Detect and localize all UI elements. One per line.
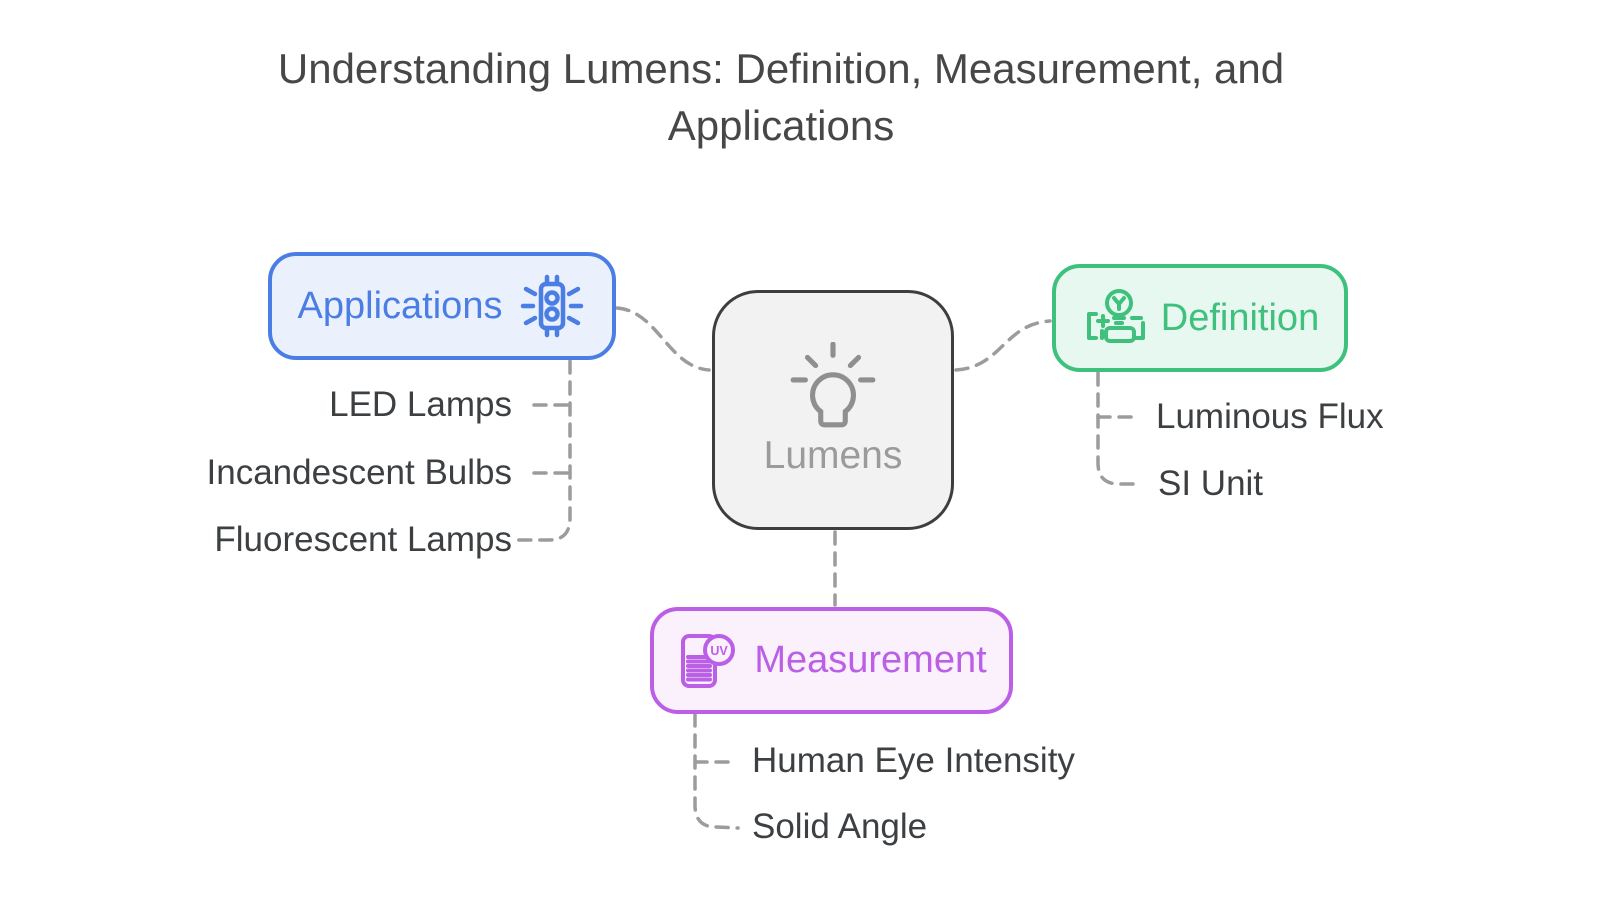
node-definition-label: Definition — [1160, 296, 1320, 339]
edge-measurement-children-trunk — [693, 712, 740, 830]
node-measurement: UV Measurement — [650, 607, 1013, 714]
edge-lumens-definition — [954, 319, 1052, 372]
node-lumens: Lumens — [712, 290, 954, 530]
edge-definition-children-trunk — [1096, 371, 1143, 486]
node-applications-label: Applications — [297, 284, 503, 327]
led-chip-icon — [518, 274, 586, 338]
lightbulb-rays-icon — [787, 342, 879, 428]
diagram-title: Understanding Lumens: Definition, Measur… — [277, 45, 1285, 149]
node-definition: Definition — [1052, 264, 1348, 372]
node-lumens-label: Lumens — [763, 434, 903, 477]
edge-applications-lumens — [615, 306, 711, 372]
child-label-human-eye-intensity: Human Eye Intensity — [752, 741, 1075, 780]
node-applications: Applications — [268, 252, 616, 360]
edge-applications-children-trunk — [509, 359, 572, 542]
uv-meter-icon: UV — [676, 630, 738, 692]
child-label-luminous-flux: Luminous Flux — [1156, 397, 1384, 436]
uv-icon-text: UV — [711, 644, 729, 658]
child-label-led-lamps: LED Lamps — [329, 385, 512, 424]
child-label-fluorescent-lamps: Fluorescent Lamps — [214, 520, 512, 559]
node-measurement-label: Measurement — [754, 639, 987, 681]
child-label-solid-angle: Solid Angle — [752, 807, 928, 846]
child-label-si-unit: SI Unit — [1158, 464, 1264, 503]
child-label-incandescent-bulbs: Incandescent Bulbs — [206, 453, 512, 492]
bulb-battery-icon — [1081, 288, 1145, 348]
